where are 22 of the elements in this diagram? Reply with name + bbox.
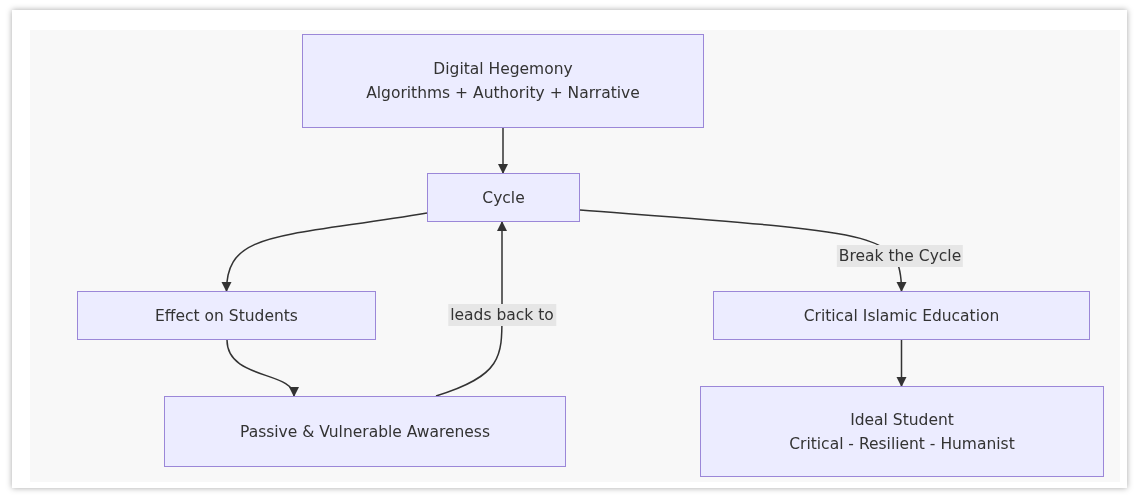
process-box bbox=[302, 34, 704, 128]
arrow bbox=[896, 339, 907, 388]
arrow bbox=[579, 209, 907, 293]
process-box bbox=[164, 396, 566, 467]
arrow bbox=[497, 127, 509, 175]
node-text: Cycle bbox=[482, 187, 525, 209]
process-box bbox=[427, 173, 580, 222]
arrow bbox=[222, 212, 428, 293]
process-box bbox=[77, 291, 376, 340]
arrow bbox=[435, 220, 508, 397]
node-text: Effect on Students bbox=[155, 305, 298, 327]
edge-label: leads back to bbox=[448, 304, 556, 326]
node-text: Algorithms + Authority + Narrative bbox=[366, 83, 640, 104]
node-text: Passive & Vulnerable Awareness bbox=[240, 421, 490, 443]
node-text: Digital Hegemony bbox=[433, 59, 573, 80]
node-text: Critical - Resilient - Humanist bbox=[789, 433, 1015, 455]
arrow bbox=[226, 339, 297, 397]
process-box bbox=[700, 386, 1104, 477]
edge-label: Break the Cycle bbox=[836, 245, 964, 267]
process-box bbox=[713, 291, 1090, 340]
node-text: Ideal Student bbox=[850, 409, 954, 431]
node-text: Critical Islamic Education bbox=[803, 305, 1000, 327]
